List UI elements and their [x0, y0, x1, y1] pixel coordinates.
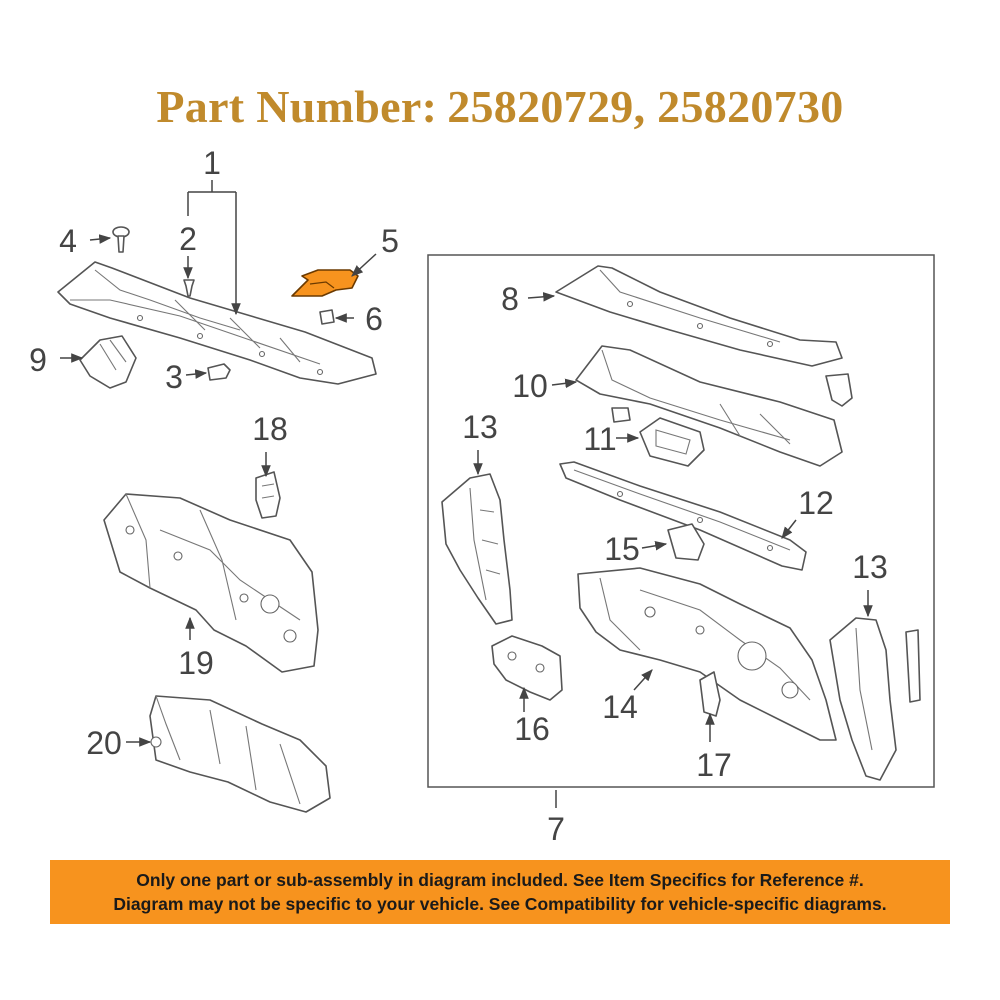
callout-16: 16: [514, 711, 550, 747]
callout-17: 17: [696, 747, 732, 783]
leader-lines: [60, 180, 873, 808]
callout-13-left: 13: [462, 409, 498, 445]
callout-14: 14: [602, 689, 638, 725]
callout-10: 10: [512, 368, 548, 404]
pillar-part-13-left[interactable]: [441, 473, 513, 625]
callout-7: 7: [547, 811, 565, 847]
reinforcement-part-12[interactable]: [559, 461, 807, 571]
callout-4: 4: [59, 223, 77, 259]
panel-part-9[interactable]: [79, 335, 137, 389]
dash-panel-part-19[interactable]: [103, 493, 319, 673]
disclaimer-line-1: Only one part or sub-assembly in diagram…: [136, 870, 864, 890]
dash-panel-part-14[interactable]: [577, 567, 837, 741]
pillar-part-13-right[interactable]: [829, 617, 921, 781]
bracket-part-5-highlighted[interactable]: [291, 269, 359, 297]
part-number-label: Part Number:: [156, 81, 438, 132]
plate-part-11[interactable]: [611, 407, 705, 467]
cowl-lower-part-10[interactable]: [575, 345, 843, 467]
callout-12: 12: [798, 485, 834, 521]
part-number-values: 25820729, 25820730: [447, 81, 844, 132]
bracket-part-16[interactable]: [491, 635, 563, 701]
callout-20: 20: [86, 725, 122, 761]
callout-18: 18: [252, 411, 288, 447]
disclaimer-line-2: Diagram may not be specific to your vehi…: [113, 894, 887, 914]
grommet-part-6[interactable]: [319, 309, 335, 325]
bracket-part-18[interactable]: [255, 471, 281, 519]
clip-part-3[interactable]: [207, 363, 231, 381]
insulator-part-20[interactable]: [149, 695, 331, 813]
bolt-part-2[interactable]: [183, 279, 195, 297]
callout-19: 19: [178, 645, 214, 681]
bracket-part-17[interactable]: [699, 671, 721, 717]
part-number-title: Part Number:25820729, 25820730: [0, 80, 1000, 133]
callout-9: 9: [29, 342, 47, 378]
callout-11: 11: [583, 421, 616, 457]
pushpin-part-4[interactable]: [112, 226, 130, 253]
callout-13-right: 13: [852, 549, 888, 585]
callout-8: 8: [501, 281, 519, 317]
cowl-panel-part-1[interactable]: [57, 261, 377, 385]
callout-1: 1: [203, 145, 221, 181]
callout-5: 5: [381, 223, 399, 259]
disclaimer-banner: Only one part or sub-assembly in diagram…: [50, 860, 950, 924]
callout-2: 2: [179, 221, 197, 257]
cowl-upper-part-8[interactable]: [555, 265, 843, 367]
callout-3: 3: [165, 359, 183, 395]
callout-6: 6: [365, 301, 383, 337]
assembly-7-box: [427, 254, 935, 788]
small-bracket-part-8b[interactable]: [825, 373, 853, 407]
bracket-part-15[interactable]: [667, 523, 705, 561]
callout-15: 15: [604, 531, 640, 567]
